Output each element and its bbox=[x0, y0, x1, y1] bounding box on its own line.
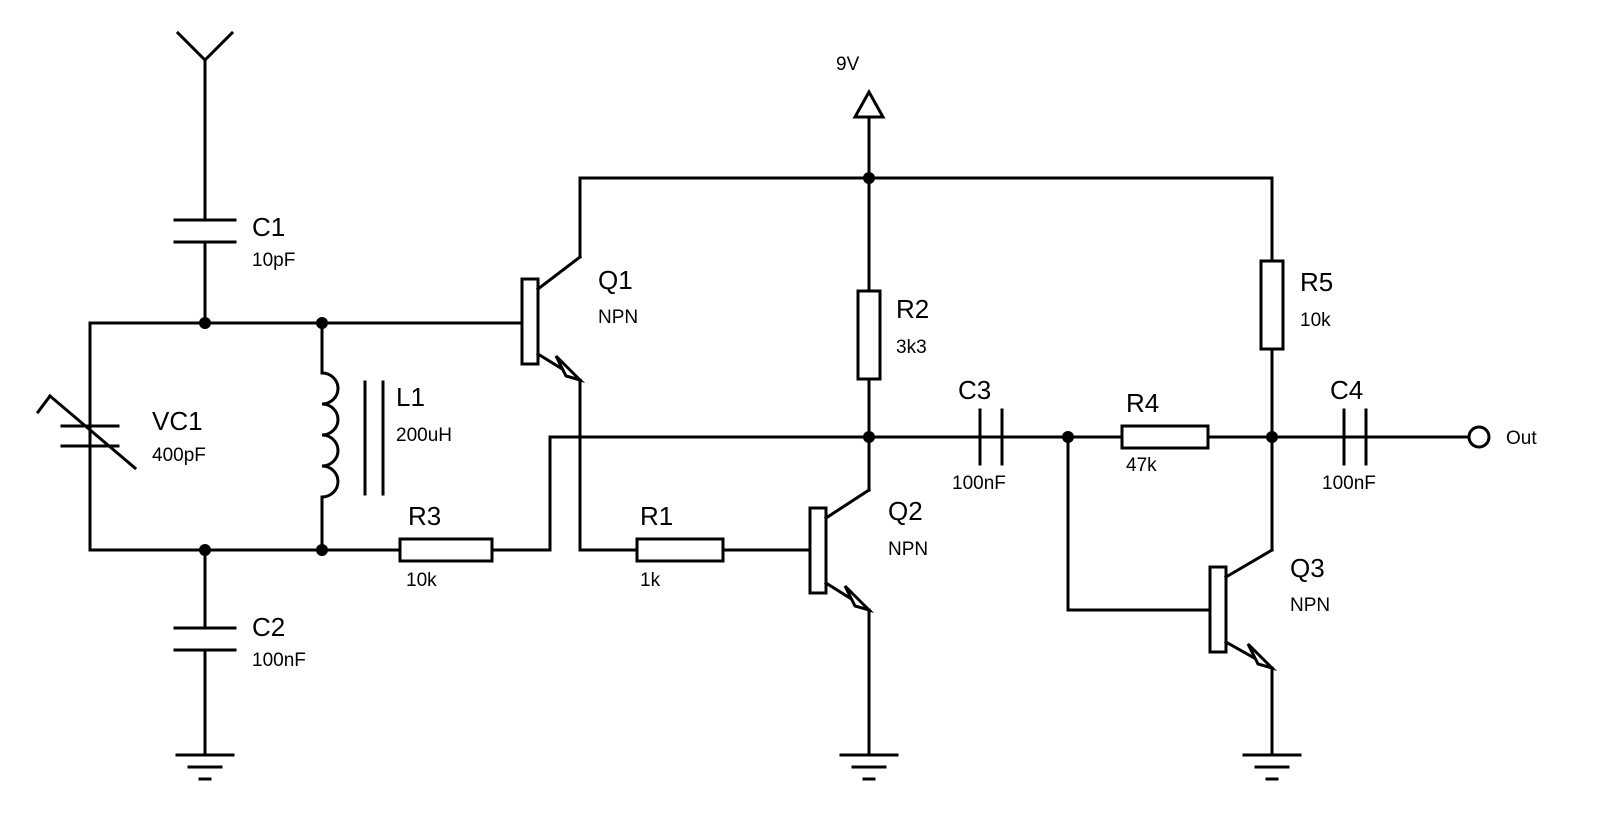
ground-icon bbox=[1242, 753, 1302, 781]
r2-value: 3k3 bbox=[896, 337, 927, 358]
vc1-ref: VC1 bbox=[152, 406, 203, 436]
ground-icon bbox=[839, 753, 899, 781]
transistor-q2 bbox=[808, 487, 875, 614]
q2-value: NPN bbox=[888, 539, 928, 560]
r1-ref: R1 bbox=[640, 501, 673, 531]
r4-ref: R4 bbox=[1126, 388, 1159, 418]
c3-value: 100nF bbox=[952, 473, 1006, 494]
capacitor-c4 bbox=[1342, 408, 1368, 466]
r5-ref: R5 bbox=[1300, 267, 1333, 297]
r2-ref: R2 bbox=[896, 294, 929, 324]
junction bbox=[199, 544, 211, 556]
transistor-q1 bbox=[520, 254, 586, 384]
l1-value: 200uH bbox=[396, 425, 452, 446]
r3-value: 10k bbox=[406, 570, 437, 591]
junction bbox=[1266, 431, 1278, 443]
c1-value: 10pF bbox=[252, 250, 295, 271]
c1-ref: C1 bbox=[252, 212, 285, 242]
q1-value: NPN bbox=[598, 307, 638, 328]
r5-value: 10k bbox=[1300, 310, 1331, 331]
r3-ref: R3 bbox=[408, 501, 441, 531]
capacitor-c2 bbox=[173, 626, 237, 652]
output-terminal-icon bbox=[1467, 425, 1491, 449]
supply-label: 9V bbox=[836, 54, 860, 75]
capacitor-c3 bbox=[978, 408, 1004, 466]
c4-value: 100nF bbox=[1322, 473, 1376, 494]
resistor-r5 bbox=[1259, 259, 1285, 351]
resistor-r1 bbox=[635, 537, 725, 563]
resistor-r2 bbox=[856, 289, 882, 381]
vc1-value: 400pF bbox=[152, 445, 206, 466]
output-label: Out bbox=[1506, 428, 1537, 449]
variable-capacitor-vc1 bbox=[35, 393, 138, 471]
r1-value: 1k bbox=[640, 570, 661, 591]
ground-icon bbox=[175, 753, 235, 781]
c4-ref: C4 bbox=[1330, 375, 1363, 405]
junction bbox=[863, 431, 875, 443]
junction bbox=[316, 544, 328, 556]
l1-ref: L1 bbox=[396, 382, 425, 412]
q2-base-bar bbox=[808, 506, 828, 595]
junction bbox=[1062, 431, 1074, 443]
junction bbox=[863, 172, 875, 184]
wires bbox=[88, 58, 1471, 757]
resistor-r4 bbox=[1120, 424, 1210, 450]
inductor-l1 bbox=[320, 371, 385, 499]
q1-ref: Q1 bbox=[598, 265, 633, 295]
junctions bbox=[199, 172, 1278, 556]
q3-value: NPN bbox=[1290, 595, 1330, 616]
junction bbox=[316, 317, 328, 329]
c2-ref: C2 bbox=[252, 612, 285, 642]
resistor-r3 bbox=[398, 537, 494, 563]
c3-ref: C3 bbox=[958, 375, 991, 405]
transistor-q3 bbox=[1208, 547, 1278, 672]
junction bbox=[199, 317, 211, 329]
capacitor-c1 bbox=[173, 218, 237, 244]
antenna-icon bbox=[175, 30, 235, 63]
c2-value: 100nF bbox=[252, 650, 306, 671]
r4-value: 47k bbox=[1126, 455, 1157, 476]
q2-ref: Q2 bbox=[888, 496, 923, 526]
supply-arrow-icon bbox=[852, 88, 886, 119]
q3-ref: Q3 bbox=[1290, 553, 1325, 583]
